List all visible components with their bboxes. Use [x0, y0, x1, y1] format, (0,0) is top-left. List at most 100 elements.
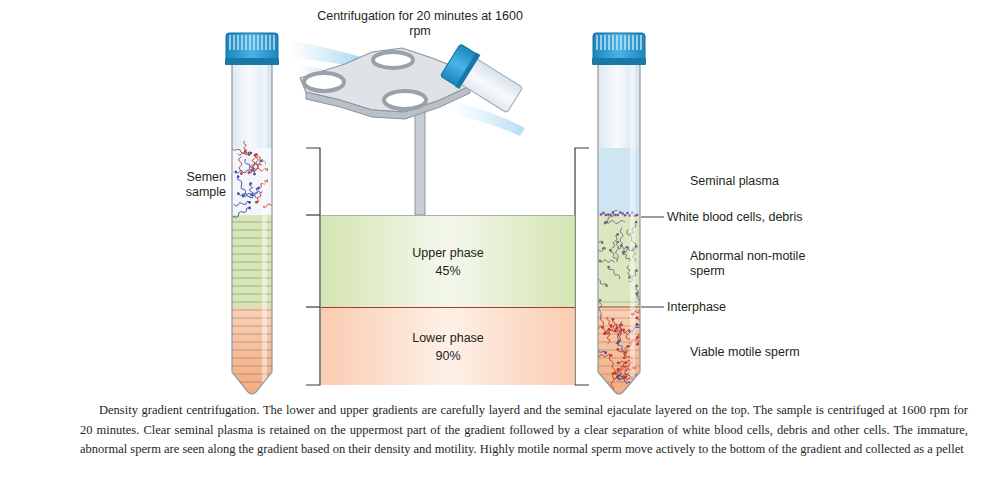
cap-ridge: [249, 35, 250, 50]
debris-dot: [614, 214, 617, 217]
cap-ridge: [612, 35, 613, 50]
sperm: [236, 170, 251, 173]
sperm: [594, 354, 611, 357]
sperm: [616, 376, 619, 379]
cap-ridge: [265, 35, 266, 50]
sperm: [636, 343, 639, 346]
cap-ridge: [229, 35, 230, 50]
sperm: [248, 207, 251, 210]
sperm: [626, 246, 629, 249]
decoration: [596, 215, 642, 307]
sperm: [627, 345, 630, 348]
sperm: [635, 245, 638, 248]
sperm: [240, 172, 243, 175]
debris-dot: [624, 214, 627, 217]
decoration: [230, 148, 275, 215]
layer-label: Interphase: [667, 300, 867, 315]
decoration: [440, 43, 526, 117]
sperm: [248, 153, 251, 156]
layer-label: Abnormal non-motile sperm: [690, 249, 825, 279]
cap-ridge: [616, 35, 617, 50]
part-label: Semen sample: [160, 170, 226, 200]
sperm: [610, 354, 613, 357]
concentration-value: 90%: [435, 347, 460, 365]
sperm: [588, 239, 603, 243]
decoration: [306, 148, 320, 385]
decoration: [596, 307, 642, 308]
decoration: [596, 307, 642, 402]
cap-ridge: [233, 35, 234, 50]
decoration: [230, 307, 275, 402]
cap-ridge: [608, 35, 609, 50]
sperm: [253, 173, 256, 176]
gradient-band: Upper phase45%: [321, 215, 575, 307]
sperm: [605, 284, 608, 287]
sperm: [609, 267, 620, 279]
sperm: [612, 318, 615, 321]
debris-dot: [617, 214, 620, 217]
sperm: [237, 175, 240, 178]
sperm: [594, 248, 604, 255]
sperm: [622, 328, 625, 331]
decoration: [306, 306, 320, 307]
cap-ridge: [604, 35, 605, 50]
debris-dot: [609, 214, 612, 217]
decoration: [592, 58, 646, 65]
debris-dot: [619, 211, 622, 214]
decoration: [630, 64, 635, 384]
sperm: [620, 323, 623, 326]
sperm: [257, 192, 263, 203]
decoration: [306, 214, 320, 215]
decoration: [232, 62, 272, 394]
sperm: [637, 324, 648, 327]
sperm: [623, 253, 630, 262]
cap-ridge: [237, 35, 238, 50]
sperm: [601, 241, 604, 244]
sperm: [623, 356, 626, 359]
decoration: [231, 141, 278, 217]
cap-ridge: [624, 35, 625, 50]
cap-ridge: [596, 35, 597, 50]
cap-ridge: [257, 35, 258, 50]
decoration: [596, 148, 642, 215]
graduation: [598, 382, 640, 383]
sperm: [238, 194, 256, 199]
sperm: [607, 266, 610, 269]
sperm: [617, 361, 620, 364]
sperm: [635, 285, 638, 288]
sperm: [603, 247, 606, 250]
sperm: [604, 351, 607, 354]
sperm: [601, 316, 606, 333]
debris-dot: [636, 214, 639, 217]
cap-ridge: [640, 35, 641, 50]
sperm: [254, 154, 257, 157]
decoration: [230, 64, 278, 402]
cap-ridge: [269, 35, 270, 50]
debris-dot: [626, 212, 629, 215]
sperm: [617, 246, 627, 249]
sperm: [616, 242, 619, 260]
sperm: [616, 233, 619, 236]
sperm: [620, 228, 623, 246]
sperm: [601, 326, 604, 329]
debris-dot: [607, 213, 610, 216]
tube-left: [225, 33, 279, 402]
sperm: [635, 269, 638, 272]
sperm: [605, 325, 618, 334]
sperm: [615, 325, 621, 344]
sperm: [234, 201, 250, 206]
decoration: [452, 102, 525, 136]
sperm: [249, 165, 263, 173]
sperm: [606, 317, 612, 327]
decoration: [641, 217, 664, 218]
cap-ridge: [241, 35, 242, 50]
cap-ridge: [636, 35, 637, 50]
sperm: [620, 244, 623, 247]
sperm: [233, 208, 250, 217]
decoration: [262, 64, 267, 384]
decoration: [304, 73, 344, 91]
decoration: [230, 35, 274, 50]
sperm: [637, 337, 644, 345]
concentration-value: 45%: [435, 262, 460, 280]
sperm: [243, 141, 246, 152]
